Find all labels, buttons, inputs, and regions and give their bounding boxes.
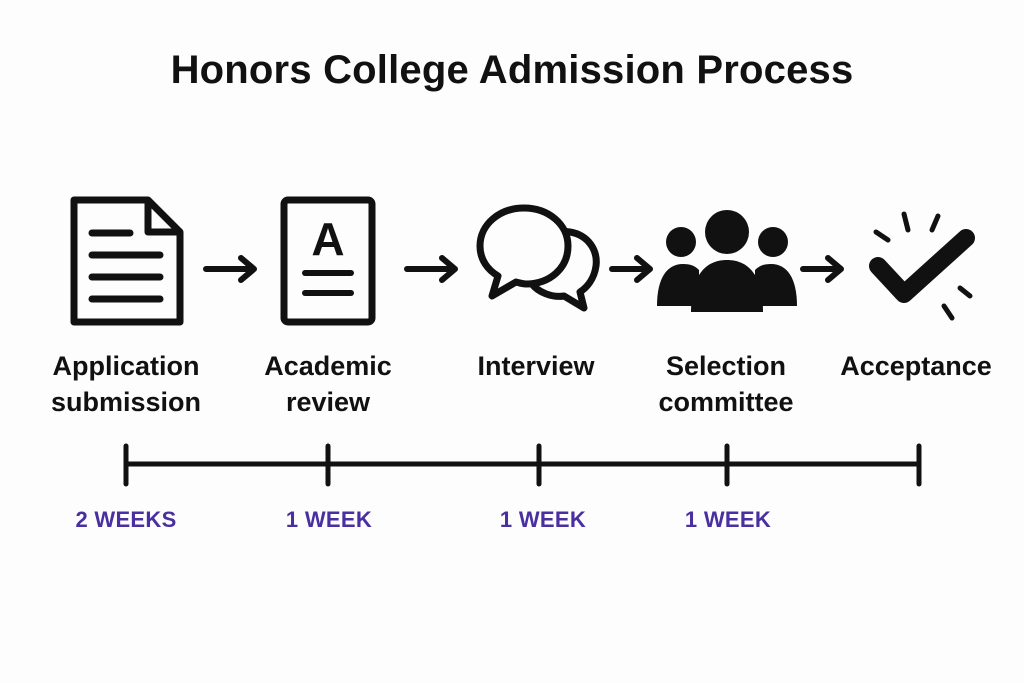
stage-label-application-submission: Application submission bbox=[50, 351, 202, 417]
stage-label-acceptance: Acceptance bbox=[840, 351, 992, 381]
duration-label: 1 WEEK bbox=[285, 507, 373, 532]
timeline bbox=[123, 443, 922, 487]
duration-label: 2 WEEKS bbox=[75, 507, 177, 532]
stage-label-selection-committee: Selection committee bbox=[658, 351, 794, 417]
group-icon bbox=[655, 206, 799, 316]
checkmark-icon bbox=[864, 208, 980, 326]
duration-label: 1 WEEK bbox=[684, 507, 772, 532]
graded-document-icon: A bbox=[279, 195, 377, 327]
stage-label-academic-review: Academic review bbox=[264, 351, 392, 417]
grade-letter: A bbox=[311, 213, 344, 265]
arrow-right-icon bbox=[800, 255, 844, 283]
document-icon bbox=[68, 195, 186, 327]
diagram-title: Honors College Admission Process bbox=[170, 48, 854, 92]
stage-label-interview: Interview bbox=[477, 351, 595, 381]
speech-bubbles-icon bbox=[472, 200, 602, 318]
arrow-right-icon bbox=[404, 255, 458, 283]
arrow-right-icon bbox=[203, 255, 257, 283]
arrow-right-icon bbox=[609, 255, 653, 283]
duration-label: 1 WEEK bbox=[499, 507, 587, 532]
